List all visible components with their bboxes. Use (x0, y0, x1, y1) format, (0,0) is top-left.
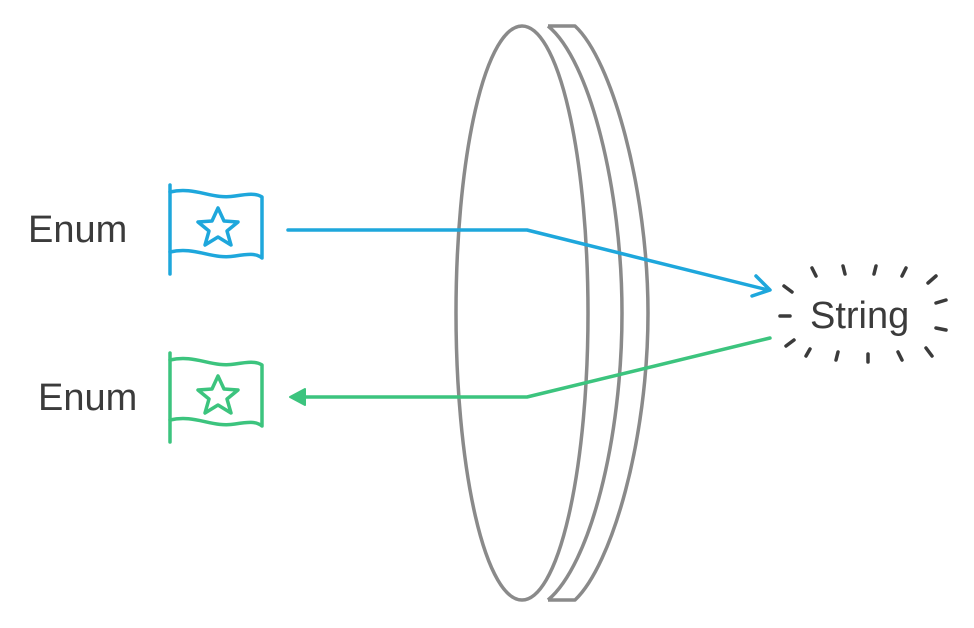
arrow-enum-to-string (286, 228, 772, 298)
arrow-string-to-enum (289, 336, 772, 406)
enum-label-top: Enum (28, 209, 128, 251)
enum-label-bottom: Enum (38, 377, 138, 419)
lens-disc-icon (454, 24, 650, 602)
flag-star-icon-top (168, 183, 264, 276)
flag-star-icon-bottom (168, 351, 264, 444)
sparkle-burst-icon (778, 264, 948, 364)
string-label: String (810, 295, 910, 337)
